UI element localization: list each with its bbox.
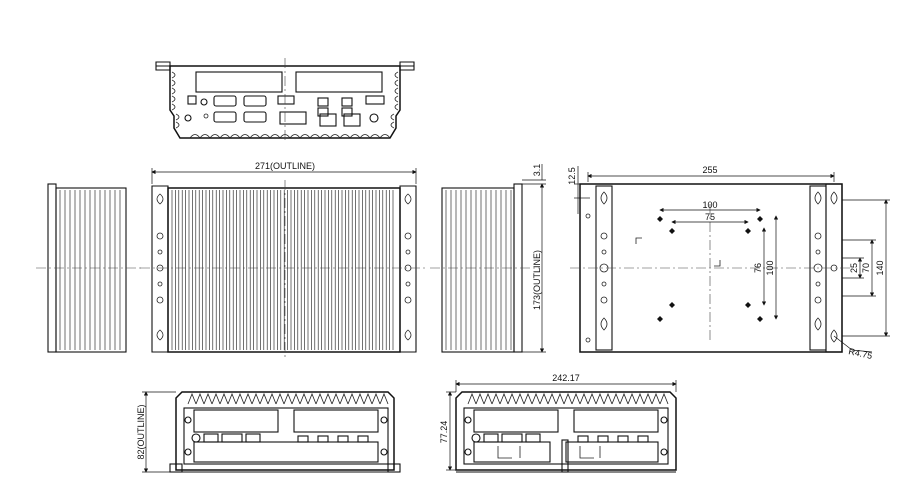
right-70-label: 70 xyxy=(861,263,871,273)
width-outline-label: 271(OUTLINE) xyxy=(255,161,315,171)
mount-width-label: 255 xyxy=(702,165,717,175)
rear-io-view xyxy=(155,58,415,142)
hole-offset-label: 12.5 xyxy=(567,167,577,185)
top-view xyxy=(140,168,428,358)
bottom-mount-view xyxy=(570,166,890,353)
right-side-view xyxy=(430,164,546,353)
front-view-compact xyxy=(446,380,677,473)
span-100-label: 100 xyxy=(702,200,717,210)
height-outline-label: 173(OUTLINE) xyxy=(532,250,542,310)
right-25-label: 25 xyxy=(849,263,859,273)
vert-76-label: 76 xyxy=(753,263,763,273)
front-io-view xyxy=(142,391,401,473)
vert-100-label: 100 xyxy=(765,260,775,275)
rear-fins-right xyxy=(390,71,399,129)
front-height-label: 77.24 xyxy=(439,421,449,444)
front-width-label: 242.17 xyxy=(552,373,580,383)
top-gap-label: 3.1 xyxy=(532,164,542,177)
radius-label: R4.75 xyxy=(848,346,874,361)
span-75-label: 75 xyxy=(705,212,715,222)
left-side-view xyxy=(36,183,144,353)
right-140-label: 140 xyxy=(875,260,885,275)
rear-fins-left xyxy=(171,71,180,129)
bottom-height-outline-label: 82(OUTLINE) xyxy=(136,404,146,459)
rear-fins-bottom xyxy=(189,134,391,139)
